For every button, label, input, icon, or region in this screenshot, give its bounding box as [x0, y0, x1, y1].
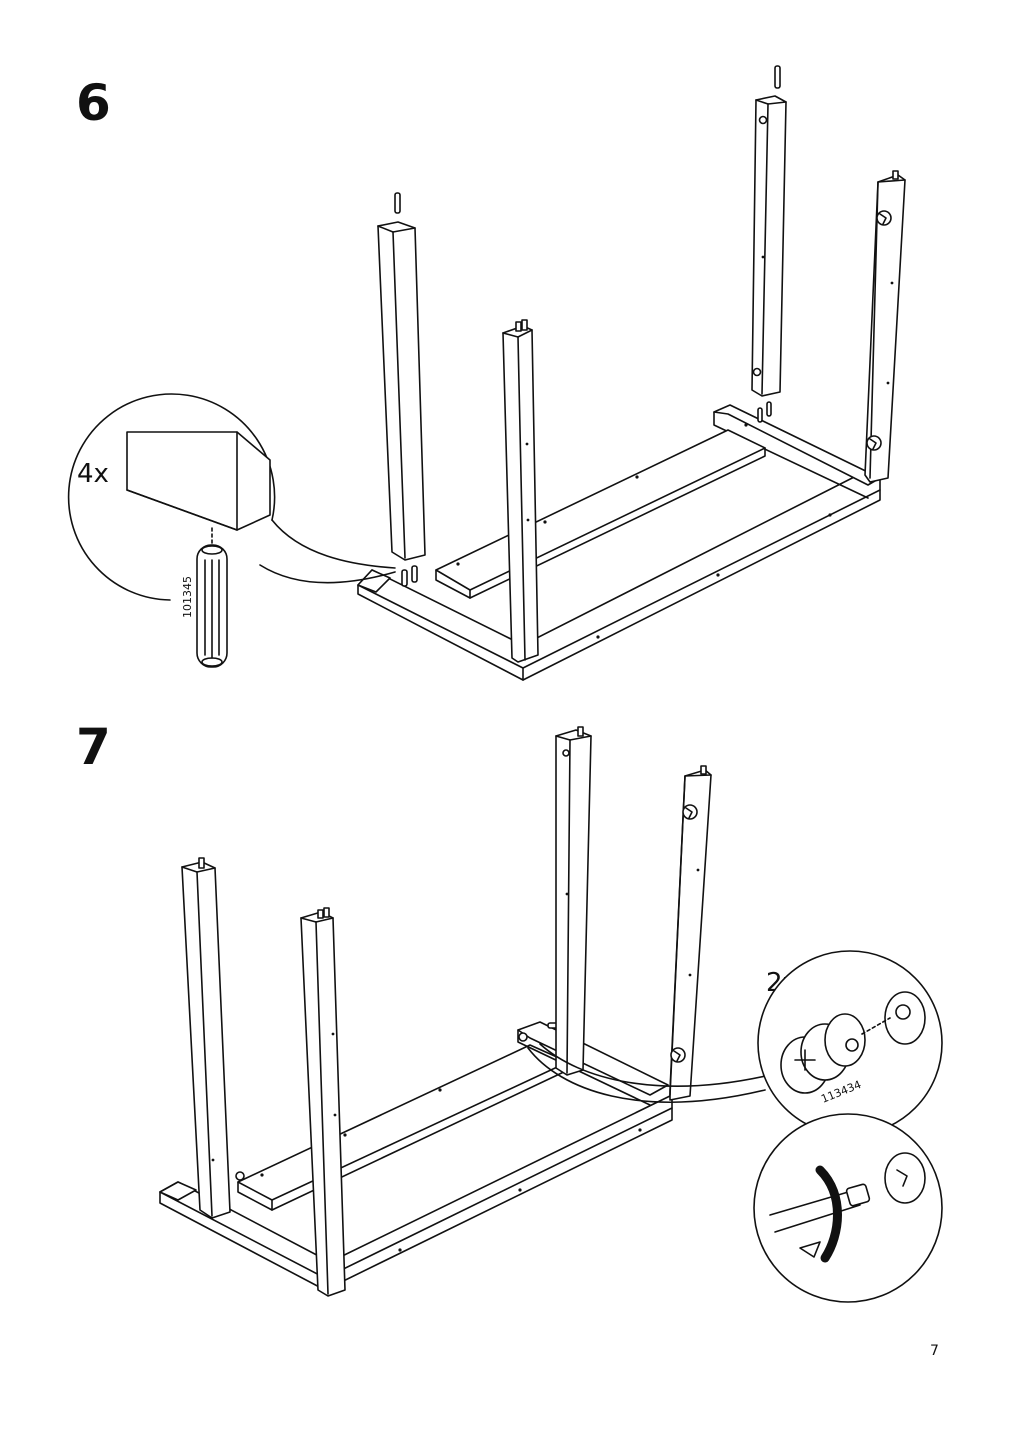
step-7-frame [159, 1021, 673, 1291]
step-6-number: 6 [76, 74, 111, 132]
step-6-illustration: 101345 [67, 65, 906, 681]
step-6-quantity: 4x [77, 459, 109, 489]
page-number: 7 [930, 1343, 939, 1359]
step-7-leg-back-middle [555, 726, 592, 1076]
step-6-leg-back [864, 170, 906, 483]
step-7-leg-front [300, 907, 346, 1297]
step-6-side-rail [751, 65, 787, 423]
step-7-number: 7 [76, 718, 111, 776]
step-6-detail-callout: 101345 [67, 393, 396, 668]
step-6-part-number: 101345 [181, 576, 194, 618]
step-7-detail-screwdriver [753, 1113, 943, 1303]
step-7-leg-left [181, 857, 231, 1219]
step-7-leg-back-right [669, 765, 712, 1101]
step-6-leg-left [377, 192, 426, 561]
step-7-illustration: 113434 [159, 726, 943, 1303]
step-7-detail-cam: 113434 [757, 950, 943, 1136]
step-6-frame [357, 404, 881, 681]
step-6-leg-front [502, 319, 539, 663]
